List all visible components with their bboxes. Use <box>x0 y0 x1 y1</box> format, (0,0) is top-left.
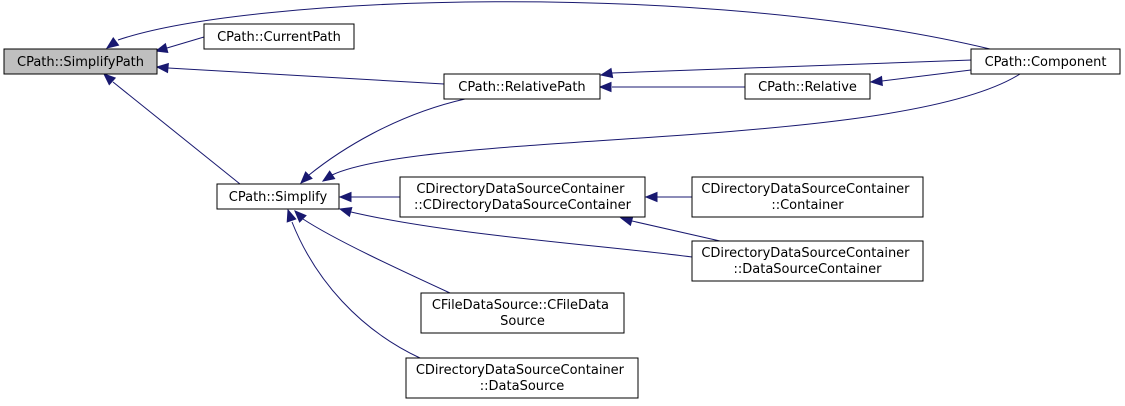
node-relative-label: CPath::Relative <box>758 80 857 95</box>
edge-component-to-relative <box>869 69 972 87</box>
arrowhead-icon <box>599 67 614 79</box>
edge-line <box>112 81 241 185</box>
arrowhead-icon <box>155 62 169 74</box>
edge-cdsc_dscontainer-to-simplify <box>338 206 693 258</box>
edge-line <box>308 98 466 176</box>
edge-line <box>631 220 721 242</box>
nodes-layer: CPath::SimplifyPath CPath::CurrentPath C… <box>3 23 1121 399</box>
arrowhead-icon <box>321 170 336 182</box>
node-cdsc-ctor[interactable]: CDirectoryDataSourceContainer ::CDirecto… <box>399 176 646 218</box>
edge-line <box>350 211 693 258</box>
edge-component-to-simplify <box>321 73 1021 182</box>
edge-cdsc_dscontainer-to-cdsc_ctor <box>619 215 721 242</box>
edge-line <box>331 73 1021 176</box>
edge-line <box>302 218 451 294</box>
node-cdsc-ctor-label: CDirectoryDataSourceContainer ::CDirecto… <box>414 182 632 213</box>
node-component-label: CPath::Component <box>985 55 1107 70</box>
edge-cdsc_container-to-cdsc_ctor <box>644 191 692 203</box>
edges-layer <box>103 1 1021 359</box>
arrowhead-icon <box>105 36 120 49</box>
edge-line <box>167 67 445 85</box>
edge-relativepath-to-simplify <box>300 98 466 184</box>
edge-component-to-relativepath <box>599 59 973 79</box>
node-cdsc-datasource[interactable]: CDirectoryDataSourceContainer ::DataSour… <box>405 357 639 399</box>
edge-currentpath-to-simplifypath <box>154 36 205 54</box>
edge-cdsc_ctor-to-simplify <box>338 191 400 203</box>
edge-line <box>117 1 991 50</box>
arrowhead-icon <box>154 42 169 54</box>
edge-relativepath-to-simplifypath <box>155 62 445 85</box>
arrowhead-icon <box>598 81 612 93</box>
node-cfds-label: CFileDataSource::CFileData Source <box>432 298 613 329</box>
node-currentpath-label: CPath::CurrentPath <box>217 30 341 45</box>
node-cdsc-dscontainer[interactable]: CDirectoryDataSourceContainer ::DataSour… <box>691 240 924 282</box>
edge-cdsc_datasource-to-simplify <box>286 208 421 359</box>
edge-cfds-to-simplify <box>294 210 451 294</box>
node-cdsc-dscontainer-label: CDirectoryDataSourceContainer ::DataSour… <box>701 246 913 277</box>
node-component[interactable]: CPath::Component <box>970 48 1121 75</box>
edge-line <box>291 221 421 359</box>
edge-component-to-simplifypath <box>105 1 991 50</box>
node-simplify[interactable]: CPath::Simplify <box>216 183 340 210</box>
node-cfds[interactable]: CFileDataSource::CFileData Source <box>420 292 625 334</box>
node-currentpath[interactable]: CPath::CurrentPath <box>203 23 355 50</box>
arrowhead-icon <box>644 191 658 203</box>
node-relative[interactable]: CPath::Relative <box>744 73 871 100</box>
edge-simplify-to-simplifypath <box>103 73 241 185</box>
arrowhead-icon <box>103 73 117 86</box>
edge-line <box>881 69 972 82</box>
node-simplifypath-label: CPath::SimplifyPath <box>17 55 144 70</box>
edge-line <box>166 36 205 49</box>
arrowhead-icon <box>338 206 353 218</box>
node-simplifypath[interactable]: CPath::SimplifyPath <box>3 48 158 75</box>
node-cdsc-container[interactable]: CDirectoryDataSourceContainer ::Containe… <box>691 176 924 218</box>
arrowhead-icon <box>869 75 883 87</box>
node-relativepath-label: CPath::RelativePath <box>458 80 585 95</box>
arrowhead-icon <box>286 208 297 223</box>
node-simplify-label: CPath::Simplify <box>229 190 328 205</box>
node-cdsc-container-label: CDirectoryDataSourceContainer ::Containe… <box>701 182 913 213</box>
edge-relative-to-relativepath <box>598 81 745 93</box>
arrowhead-icon <box>338 191 352 203</box>
arrowhead-icon <box>619 215 634 227</box>
arrowhead-icon <box>300 171 313 184</box>
node-cdsc-datasource-label: CDirectoryDataSourceContainer ::DataSour… <box>416 363 628 394</box>
node-relativepath[interactable]: CPath::RelativePath <box>443 73 601 100</box>
edge-line <box>611 59 973 74</box>
arrowhead-icon <box>294 210 307 223</box>
